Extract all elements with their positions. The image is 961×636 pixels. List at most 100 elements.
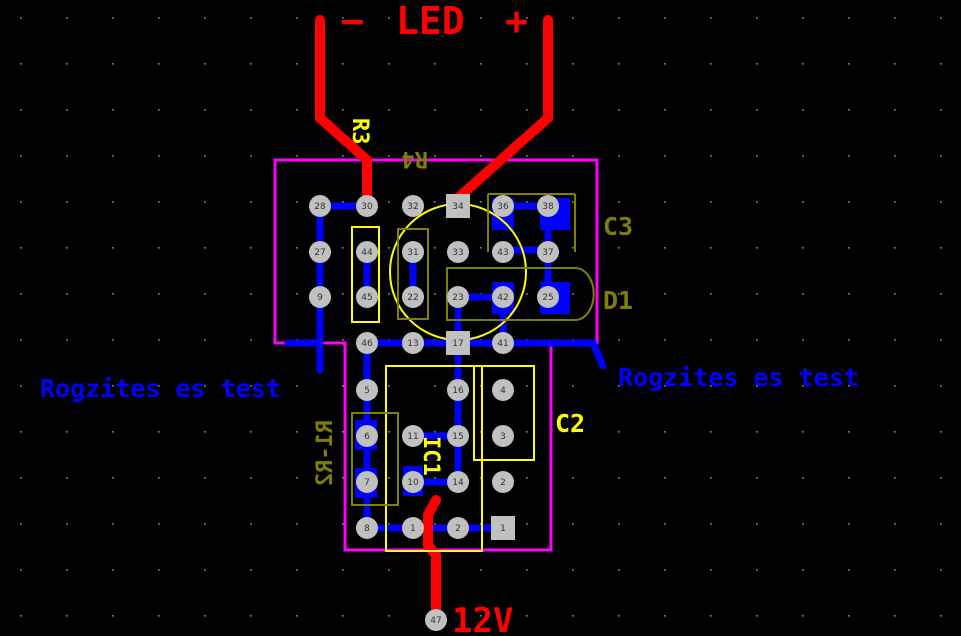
grid-dot xyxy=(664,339,666,341)
grid-dot xyxy=(434,63,436,65)
grid-dot xyxy=(158,109,160,111)
grid-dot xyxy=(342,385,344,387)
grid-dot xyxy=(710,109,712,111)
pad-number: 9 xyxy=(317,293,323,303)
pad-25: 25 xyxy=(537,286,559,308)
grid-dot xyxy=(250,477,252,479)
grid-dot xyxy=(940,339,942,341)
grid-dot xyxy=(112,155,114,157)
grid-dot xyxy=(894,569,896,571)
grid-dot xyxy=(940,201,942,203)
grid-dot xyxy=(664,293,666,295)
grid-dot xyxy=(618,615,620,617)
pad-shape xyxy=(356,425,378,447)
grid-dot xyxy=(204,615,206,617)
grid-dot xyxy=(756,339,758,341)
pad-44: 44 xyxy=(356,241,378,263)
grid-dot xyxy=(434,477,436,479)
pad-23: 23 xyxy=(447,286,469,308)
grid-dot xyxy=(526,431,528,433)
grid-dot xyxy=(204,109,206,111)
pad-7: 7 xyxy=(356,471,378,493)
grid-dot xyxy=(894,431,896,433)
grid-dot xyxy=(894,339,896,341)
grid-dot xyxy=(664,477,666,479)
pad-number: 6 xyxy=(364,432,370,442)
grid-dot xyxy=(112,247,114,249)
grid-dot xyxy=(20,477,22,479)
pad-shape xyxy=(537,241,559,263)
grid-dot xyxy=(618,339,620,341)
pad-number: 23 xyxy=(452,293,463,303)
grid-dot xyxy=(158,201,160,203)
grid-dot xyxy=(388,385,390,387)
grid-dot xyxy=(618,431,620,433)
grid-dot xyxy=(480,247,482,249)
grid-dot xyxy=(388,523,390,525)
pad-shape xyxy=(356,332,378,354)
grid-dot xyxy=(388,63,390,65)
pad-28: 28 xyxy=(309,195,331,217)
grid-dot xyxy=(20,17,22,19)
grid-dot xyxy=(342,523,344,525)
grid-dot xyxy=(250,17,252,19)
grid-dot xyxy=(158,155,160,157)
led-label: LED xyxy=(396,0,465,43)
pad-1: 1 xyxy=(402,517,424,539)
grid-dot xyxy=(894,293,896,295)
grid-dot xyxy=(618,569,620,571)
pad-8: 8 xyxy=(356,517,378,539)
grid-dot xyxy=(664,109,666,111)
pad-shape xyxy=(402,195,424,217)
grid-dot xyxy=(710,247,712,249)
grid-dot xyxy=(664,63,666,65)
grid-dot xyxy=(664,247,666,249)
grid-dot xyxy=(250,339,252,341)
grid-dot xyxy=(296,63,298,65)
pad-number: 46 xyxy=(361,339,373,349)
grid-dot xyxy=(250,569,252,571)
grid-dot xyxy=(802,17,804,19)
pad-number: 17 xyxy=(452,339,463,349)
grid-dot xyxy=(802,569,804,571)
grid-dot xyxy=(388,155,390,157)
grid-dot xyxy=(112,17,114,19)
grid-dot xyxy=(296,523,298,525)
pad-number: 47 xyxy=(430,616,441,626)
grid-dot xyxy=(204,569,206,571)
pad-shape xyxy=(356,471,378,493)
pad-shape xyxy=(402,286,424,308)
pad-number: 14 xyxy=(452,478,464,488)
pad-shape xyxy=(402,241,424,263)
grid-dot xyxy=(848,17,850,19)
grid-dot xyxy=(250,155,252,157)
grid-dot xyxy=(940,569,942,571)
pad-2: 2 xyxy=(492,471,514,493)
grid-dot xyxy=(940,431,942,433)
grid-dot xyxy=(756,109,758,111)
pad-5: 5 xyxy=(356,379,378,401)
pad-number: 36 xyxy=(497,202,509,212)
grid-dot xyxy=(296,477,298,479)
grid-dot xyxy=(250,615,252,617)
grid-dot xyxy=(756,431,758,433)
grid-dot xyxy=(112,63,114,65)
grid-dot xyxy=(480,431,482,433)
pad-42: 42 xyxy=(492,286,514,308)
grid-dot xyxy=(66,523,68,525)
grid-dot xyxy=(204,431,206,433)
grid-dot xyxy=(66,569,68,571)
pad-number: 25 xyxy=(542,293,553,303)
grid-dot xyxy=(572,477,574,479)
pad-34: 34 xyxy=(446,194,470,218)
grid-dot xyxy=(296,155,298,157)
grid-dot xyxy=(526,385,528,387)
grid-dot xyxy=(756,155,758,157)
grid-dot xyxy=(296,569,298,571)
pad-number: 11 xyxy=(407,432,418,442)
pad-number: 33 xyxy=(452,248,463,258)
grid-dot xyxy=(756,247,758,249)
pad-shape xyxy=(309,195,331,217)
pad-shape xyxy=(492,332,514,354)
grid-dot xyxy=(20,569,22,571)
